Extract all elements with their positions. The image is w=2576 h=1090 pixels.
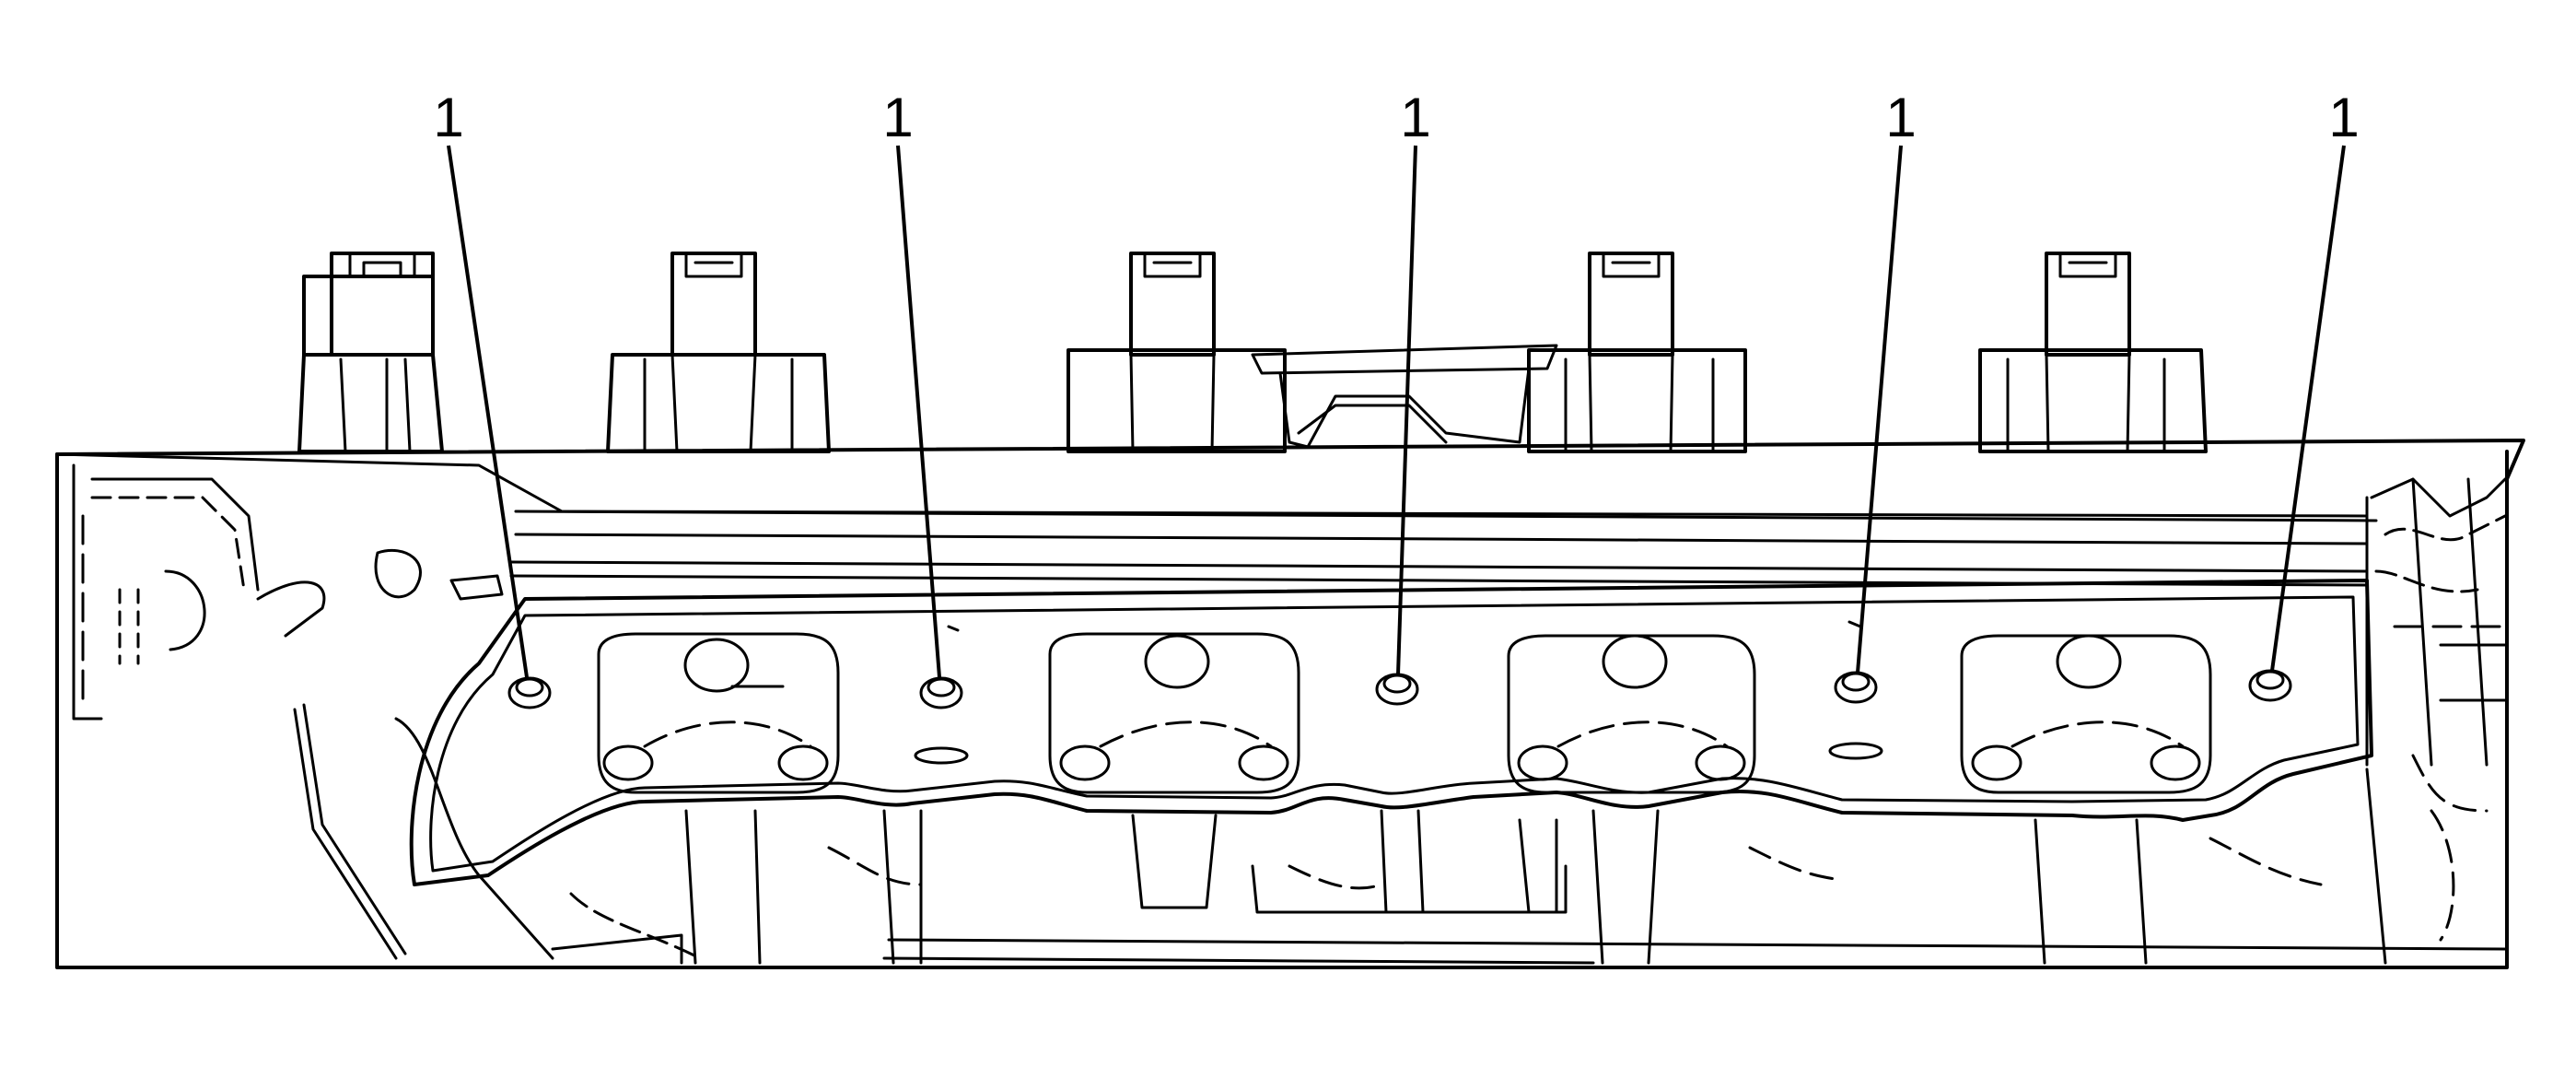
head-bolt-5 <box>1978 252 2208 453</box>
exhaust-port-1 <box>597 632 840 794</box>
callout-leader-line <box>2270 145 2346 672</box>
callout-leader-line <box>1856 145 1903 674</box>
center-boss <box>1251 344 1558 449</box>
callout-leader-line <box>447 145 529 678</box>
callout-1: 1 <box>433 87 529 678</box>
callout-leader-line <box>1396 145 1417 675</box>
callout-leader-line <box>896 145 941 678</box>
head-right-end-detail <box>2370 477 2507 628</box>
callout-2: 1 <box>882 87 941 678</box>
exhaust-port-4 <box>1960 634 2212 794</box>
head-lower-structure <box>551 754 2507 965</box>
cylinder-head-body <box>55 439 2525 969</box>
callout-3: 1 <box>1396 87 1431 675</box>
gasket-bolt-hole-2 <box>914 625 969 765</box>
head-left-end-detail <box>81 477 702 960</box>
exhaust-port-2 <box>1048 632 1300 794</box>
head-bolt-2 <box>606 252 831 453</box>
gasket-bolt-hole-3 <box>1375 673 1419 706</box>
gasket-bolt-hole-1 <box>507 676 552 709</box>
callout-4: 1 <box>1856 87 1917 674</box>
callout-label: 1 <box>433 87 463 148</box>
callout-label: 1 <box>2328 87 2359 148</box>
exhaust-manifold-gasket <box>409 579 2373 886</box>
callout-5: 1 <box>2270 87 2360 672</box>
head-bolt-4 <box>1527 252 1747 453</box>
gasket-bolt-hole-5 <box>2248 669 2292 702</box>
exhaust-port-3 <box>1507 634 1756 794</box>
callout-label: 1 <box>882 87 913 148</box>
head-bolt-1 <box>297 252 444 453</box>
gasket-bolt-hole-4 <box>1828 620 1883 760</box>
head-bolt-3 <box>1067 252 1287 453</box>
callout-label: 1 <box>1885 87 1916 148</box>
callout-label: 1 <box>1400 87 1430 148</box>
